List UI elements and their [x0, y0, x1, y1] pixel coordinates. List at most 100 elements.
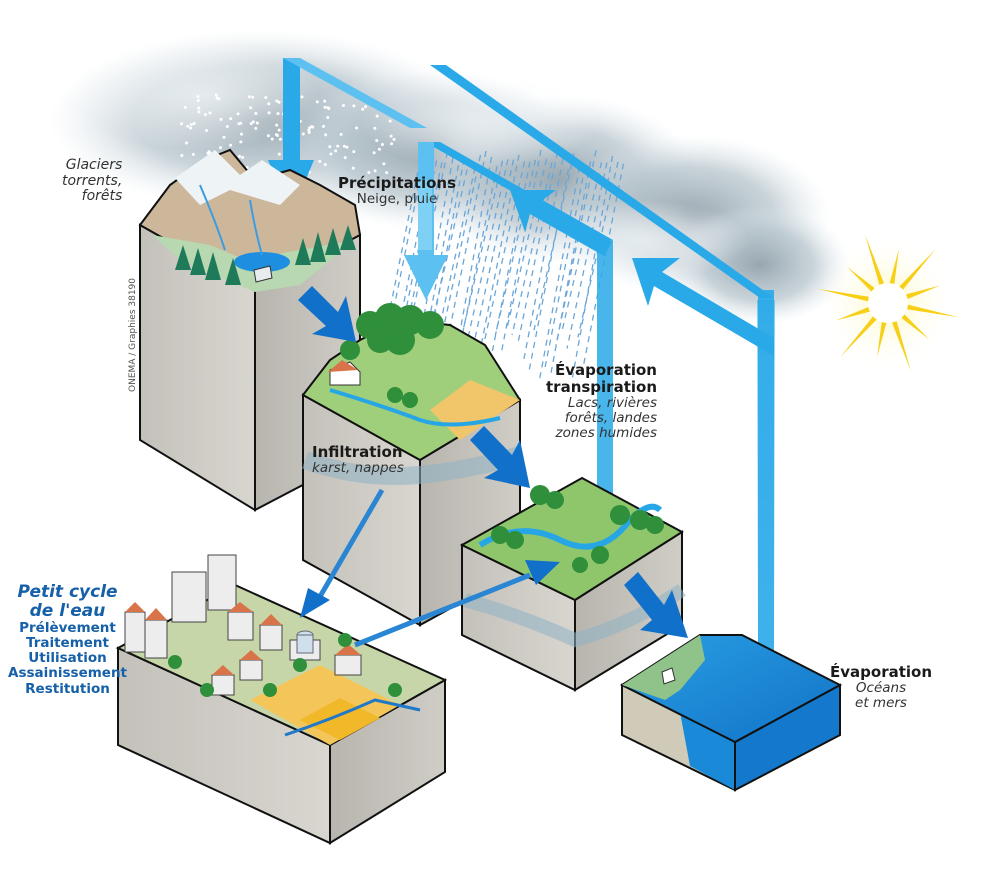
- snowflake: [334, 149, 338, 153]
- mountain-block: [138, 148, 362, 512]
- evap-ocean-title: Évaporation: [830, 663, 933, 681]
- snowflake: [300, 95, 304, 99]
- snowflake: [225, 124, 229, 128]
- raindrop-streak: [511, 162, 553, 336]
- snowflake: [215, 96, 219, 100]
- snowflake: [364, 105, 368, 109]
- snowflake: [239, 140, 243, 144]
- snowflake: [385, 171, 389, 175]
- snowflake: [329, 152, 333, 156]
- sun-ray: [846, 266, 875, 292]
- label-precipitations: Précipitations Neige, pluie: [338, 175, 456, 207]
- snowflake: [318, 159, 322, 163]
- petit-cycle-item: Restitution: [25, 680, 110, 697]
- raindrop-streak: [428, 158, 471, 335]
- snowflake: [249, 106, 253, 110]
- snowflake: [276, 112, 280, 116]
- raindrop-streak: [494, 159, 537, 335]
- snowflake: [255, 121, 259, 125]
- snowflake: [247, 95, 251, 99]
- raindrop-streak: [527, 169, 570, 374]
- snowflake: [207, 150, 211, 154]
- infiltration-title: Infiltration: [312, 443, 403, 461]
- snowflake: [277, 152, 281, 156]
- snowflake: [254, 126, 258, 130]
- raindrop-streak: [472, 159, 515, 346]
- snowflake: [390, 142, 394, 146]
- snowflake: [208, 111, 212, 115]
- evap-transp-sub3: zones humides: [555, 424, 657, 441]
- sun-ray: [907, 304, 959, 318]
- snowflake: [352, 104, 356, 108]
- snowflake: [180, 154, 184, 158]
- raindrop-streak: [533, 153, 575, 331]
- snowflake: [203, 113, 207, 117]
- label-glaciers: Glaciers torrents, forêts: [62, 157, 123, 205]
- precipitations-title: Précipitations: [338, 174, 456, 192]
- snowflake: [266, 134, 270, 138]
- snowflake: [275, 99, 279, 103]
- sun-ray: [901, 314, 930, 340]
- snowflake: [270, 137, 274, 141]
- snowflake: [183, 105, 187, 109]
- petit-cycle-heading2: de l'eau: [29, 601, 106, 622]
- petit-cycle-item: Prélèvement: [19, 620, 116, 637]
- snowflake: [267, 102, 271, 106]
- snowflake: [192, 121, 196, 125]
- snowflake: [239, 121, 243, 125]
- snowflake: [373, 126, 377, 130]
- raindrop-streak: [467, 159, 509, 338]
- evap-transp-title1: Évaporation: [554, 361, 657, 379]
- sun-ray: [817, 288, 869, 302]
- snowflake: [382, 162, 386, 166]
- raindrop-streak: [505, 159, 548, 331]
- label-evaporation-transpiration: Évaporation transpiration Lacs, rivières…: [546, 362, 657, 441]
- evap-transp-sub2: forêts, landes: [564, 409, 657, 426]
- snowflake: [254, 112, 258, 116]
- snowflake: [277, 100, 281, 104]
- snowflake: [229, 117, 233, 121]
- snowflake: [241, 156, 245, 160]
- raindrop-streak: [555, 150, 597, 346]
- precipitations-subtitle: Neige, pluie: [356, 190, 438, 207]
- snowflake: [327, 106, 331, 110]
- raindrop-streak: [544, 166, 586, 368]
- petit-cycle-item: Utilisation: [28, 650, 107, 667]
- evaporation-return-arrows: [268, 58, 775, 650]
- snowflake: [373, 169, 377, 173]
- snowflake: [237, 154, 241, 158]
- petit-cycle-item: Traitement: [25, 635, 110, 652]
- snowflake: [322, 124, 326, 128]
- evap-transp-sub1: Lacs, rivières: [567, 394, 657, 411]
- sun-ray: [889, 249, 899, 284]
- snowflake: [275, 123, 279, 127]
- snowflake: [222, 135, 226, 139]
- snowflake: [328, 145, 332, 149]
- raindrop-streak: [461, 160, 504, 333]
- snowflake: [197, 106, 201, 110]
- snowflake: [196, 98, 200, 102]
- raindrop-streak: [571, 155, 614, 378]
- snowflake: [323, 99, 327, 103]
- snowflake: [345, 145, 349, 149]
- snowflake: [196, 95, 200, 99]
- snowflake: [367, 170, 371, 174]
- snowflake: [377, 147, 381, 151]
- glaciers-line2: torrents,: [62, 172, 123, 189]
- snowflake: [339, 132, 343, 136]
- sun-ray: [899, 249, 936, 290]
- snowflake: [341, 104, 345, 108]
- snowflake: [336, 144, 340, 148]
- sun-icon: [817, 233, 959, 373]
- snowflake: [184, 141, 188, 145]
- raindrop-streak: [434, 167, 476, 348]
- snowflake: [310, 125, 314, 129]
- snowflake: [375, 138, 379, 142]
- raindrop-streak: [483, 161, 526, 341]
- sun-ray: [865, 234, 884, 285]
- raindrop-streak: [500, 149, 542, 355]
- snowflake: [186, 124, 190, 128]
- snowflake: [343, 156, 347, 160]
- wetland-block: [459, 476, 686, 692]
